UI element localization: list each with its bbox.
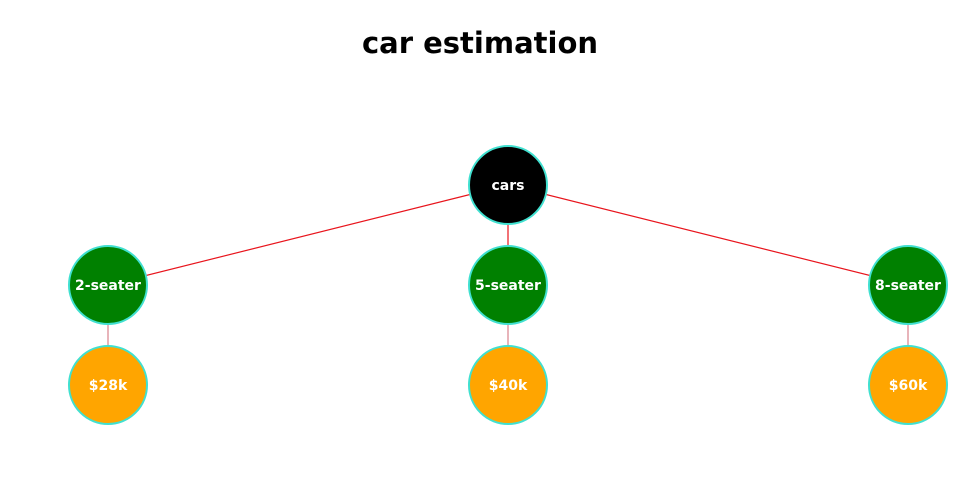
node-2-seater: 2-seater xyxy=(68,245,148,325)
node-8-seater-value: $60k xyxy=(868,345,948,425)
node-cars: cars xyxy=(468,145,548,225)
node-2-seater-value-label: $28k xyxy=(89,378,128,394)
node-5-seater-value-label: $40k xyxy=(489,378,528,394)
node-8-seater-circle xyxy=(868,245,948,325)
node-8-seater-label: 8-seater xyxy=(875,278,941,294)
node-5-seater-label: 5-seater xyxy=(475,278,541,294)
node-8-seater-value-label: $60k xyxy=(889,378,928,394)
node-cars-label: cars xyxy=(492,178,525,194)
node-5-seater-value: $40k xyxy=(468,345,548,425)
node-cars-circle xyxy=(468,145,548,225)
edge-root-2-seater xyxy=(107,184,509,286)
node-5-seater: 5-seater xyxy=(468,245,548,325)
node-8-seater: 8-seater xyxy=(868,245,948,325)
node-8-seater-value-circle xyxy=(868,345,948,425)
node-2-seater-label: 2-seater xyxy=(75,278,141,294)
node-2-seater-value-circle xyxy=(68,345,148,425)
node-5-seater-circle xyxy=(468,245,548,325)
diagram-title: car estimation xyxy=(362,26,598,60)
node-2-seater-value: $28k xyxy=(68,345,148,425)
node-5-seater-value-circle xyxy=(468,345,548,425)
nodes-layer: cars 2-seater $28k 5-seater $40k 8-seater $60k xyxy=(68,145,948,425)
node-2-seater-circle xyxy=(68,245,148,325)
edge-root-8-seater xyxy=(507,184,909,286)
